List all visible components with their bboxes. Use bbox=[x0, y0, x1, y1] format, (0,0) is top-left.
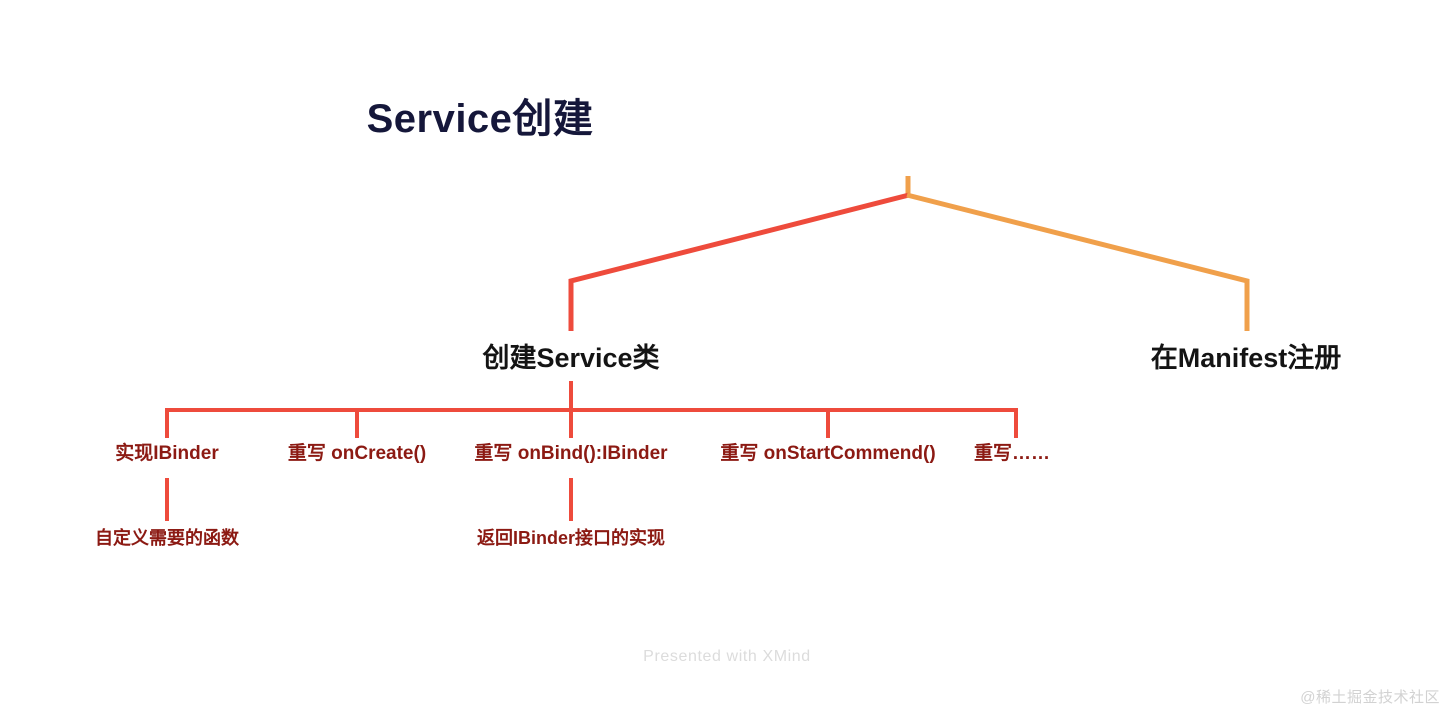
node-create-service-class[interactable]: 创建Service类 bbox=[482, 343, 660, 373]
site-watermark: @稀土掘金技术社区 bbox=[1300, 689, 1440, 706]
node-implement-ibinder[interactable]: 实现IBinder bbox=[115, 443, 219, 464]
xmind-brand-footer: Presented with XMind bbox=[643, 648, 811, 665]
node-override-oncreate[interactable]: 重写 onCreate() bbox=[287, 443, 427, 464]
node-override-onbind[interactable]: 重写 onBind():IBinder bbox=[474, 443, 668, 464]
node-root[interactable]: Service创建 bbox=[366, 97, 594, 141]
node-custom-functions[interactable]: 自定义需要的函数 bbox=[95, 528, 239, 548]
node-override-onstartcommend[interactable]: 重写 onStartCommend() bbox=[720, 443, 936, 464]
edge-root-to-manifest-register bbox=[906, 192, 1250, 331]
edge-root-to-create-service-class bbox=[568, 192, 910, 331]
node-override-more[interactable]: 重写…… bbox=[973, 443, 1051, 464]
node-return-ibinder-impl[interactable]: 返回IBinder接口的实现 bbox=[476, 528, 666, 548]
node-manifest-register[interactable]: 在Manifest注册 bbox=[1150, 343, 1342, 373]
